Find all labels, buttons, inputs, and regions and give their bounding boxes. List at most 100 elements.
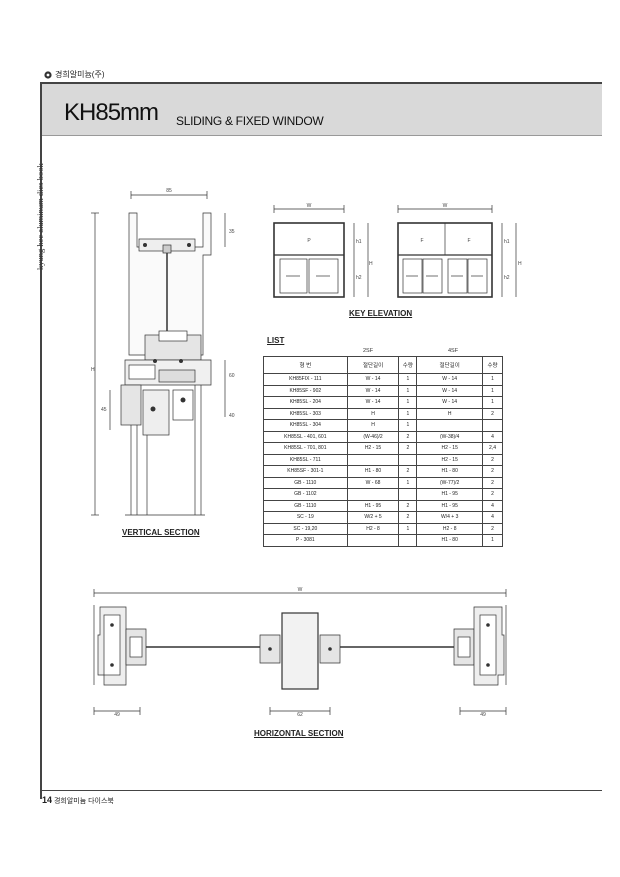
- cell-qty-2sf: 1: [398, 419, 418, 432]
- cell-qty-4sf: 4: [482, 430, 503, 443]
- elev-p: P: [307, 238, 311, 244]
- cell-part-number: GB - 1110: [263, 476, 348, 489]
- brand-logo-icon: [44, 70, 52, 79]
- cell-length-2sf: W - 14: [346, 373, 400, 386]
- dim-h: H: [91, 367, 95, 373]
- horizontal-section-drawing: W 49 62 49: [93, 587, 507, 718]
- elev-h-2sf: H: [369, 261, 373, 267]
- cell-qty-2sf: [398, 488, 418, 501]
- brand-name: 경희알미늄(주): [55, 70, 105, 79]
- cell-qty-4sf: 2: [482, 476, 503, 489]
- header-qty-2sf: 수량: [398, 356, 418, 374]
- footer: 14 경희알미늄 다이스북: [42, 795, 114, 806]
- cell-length-4sf: H1 - 95: [416, 488, 484, 501]
- cell-qty-2sf: 1: [398, 384, 418, 397]
- cell-part-number: KH85SF - 301-1: [263, 465, 348, 478]
- cell-length-4sf: [416, 419, 484, 432]
- top-rule: [40, 82, 602, 84]
- cell-qty-4sf: 1: [482, 396, 503, 409]
- cell-length-2sf: W - 14: [346, 396, 400, 409]
- hdim-w: W: [298, 587, 303, 593]
- cell-length-4sf: H2 - 15: [416, 442, 484, 455]
- elev-h2-4sf: h2: [504, 275, 510, 281]
- cell-qty-4sf: 2: [482, 488, 503, 501]
- cell-length-4sf: H2 - 15: [416, 453, 484, 466]
- cell-length-2sf: [346, 453, 400, 466]
- model-subtitle: SLIDING & FIXED WINDOW: [176, 114, 324, 128]
- cell-length-2sf: [346, 488, 400, 501]
- hdim-right: 49: [480, 712, 486, 718]
- elev-w-4sf: W: [443, 203, 448, 209]
- header-length-4sf: 절단길이: [416, 356, 484, 374]
- hdim-mid: 62: [297, 712, 303, 718]
- elev-f2: F: [467, 238, 470, 244]
- cell-part-number: P - 3081: [263, 534, 348, 547]
- model-title: KH85mm: [64, 99, 159, 126]
- cell-qty-2sf: 2: [398, 511, 418, 524]
- title-band: [42, 84, 602, 136]
- group-2sf: 2SF: [363, 348, 374, 354]
- cell-qty-2sf: 1: [398, 476, 418, 489]
- key-elevation-4sf: W F F h1 h2 H: [397, 203, 522, 298]
- cell-qty-2sf: 2: [398, 442, 418, 455]
- elev-h2-2sf: h2: [356, 275, 362, 281]
- cell-part-number: GB - 1110: [263, 499, 348, 512]
- cell-length-4sf: W - 14: [416, 396, 484, 409]
- elev-h1-2sf: h1: [356, 239, 362, 245]
- cell-qty-4sf: 4: [482, 511, 503, 524]
- list-caption: LIST: [267, 336, 285, 345]
- cell-length-4sf: W - 14: [416, 384, 484, 397]
- cell-length-2sf: [346, 534, 400, 547]
- cell-qty-2sf: 2: [398, 465, 418, 478]
- cell-length-4sf: (W-38)/4: [416, 430, 484, 443]
- dim-top: 85: [166, 188, 172, 194]
- cell-part-number: KH85SL - 701, 801: [263, 442, 348, 455]
- header-length-2sf: 절단길이: [346, 356, 400, 374]
- cell-length-2sf: (W-46)/2: [346, 430, 400, 443]
- group-4sf: 4SF: [448, 348, 459, 354]
- cell-length-4sf: H1 - 80: [416, 465, 484, 478]
- cell-qty-4sf: [482, 419, 503, 432]
- cell-part-number: GB - 1102: [263, 488, 348, 501]
- horizontal-section-caption: HORIZONTAL SECTION: [254, 729, 344, 738]
- cell-part-number: SC - 19: [263, 511, 348, 524]
- elev-f1: F: [420, 238, 423, 244]
- cell-qty-2sf: 1: [398, 407, 418, 420]
- elev-h1-4sf: h1: [504, 239, 510, 245]
- cell-qty-2sf: 1: [398, 373, 418, 386]
- bottom-rule: [40, 790, 602, 791]
- cell-qty-4sf: 2: [482, 407, 503, 420]
- cell-qty-2sf: [398, 453, 418, 466]
- cell-qty-4sf: 2: [482, 522, 503, 535]
- cell-length-2sf: H1 - 95: [346, 499, 400, 512]
- key-elevation-caption: KEY ELEVATION: [349, 309, 413, 318]
- left-rule: [40, 82, 42, 799]
- cell-part-number: KH85SL - 303: [263, 407, 348, 420]
- cell-length-2sf: W - 68: [346, 476, 400, 489]
- page-number: 14: [42, 795, 53, 805]
- elev-h-4sf: H: [518, 261, 522, 267]
- cell-part-number: KH85SF - 902: [263, 384, 348, 397]
- cell-qty-2sf: 2: [398, 499, 418, 512]
- elev-w-2sf: W: [307, 203, 312, 209]
- brand: 경희알미늄(주): [44, 69, 105, 80]
- cell-qty-4sf: 1: [482, 373, 503, 386]
- cell-qty-4sf: 4: [482, 499, 503, 512]
- vertical-section-drawing: 85 35 H 60 45 40: [91, 188, 235, 516]
- table-header-row: 형 번 절단길이 수량 절단길이 수량: [263, 356, 503, 374]
- cell-qty-2sf: 2: [398, 430, 418, 443]
- cell-length-4sf: H: [416, 407, 484, 420]
- cell-part-number: KH85SL - 401, 601: [263, 430, 348, 443]
- cell-qty-4sf: 2: [482, 465, 503, 478]
